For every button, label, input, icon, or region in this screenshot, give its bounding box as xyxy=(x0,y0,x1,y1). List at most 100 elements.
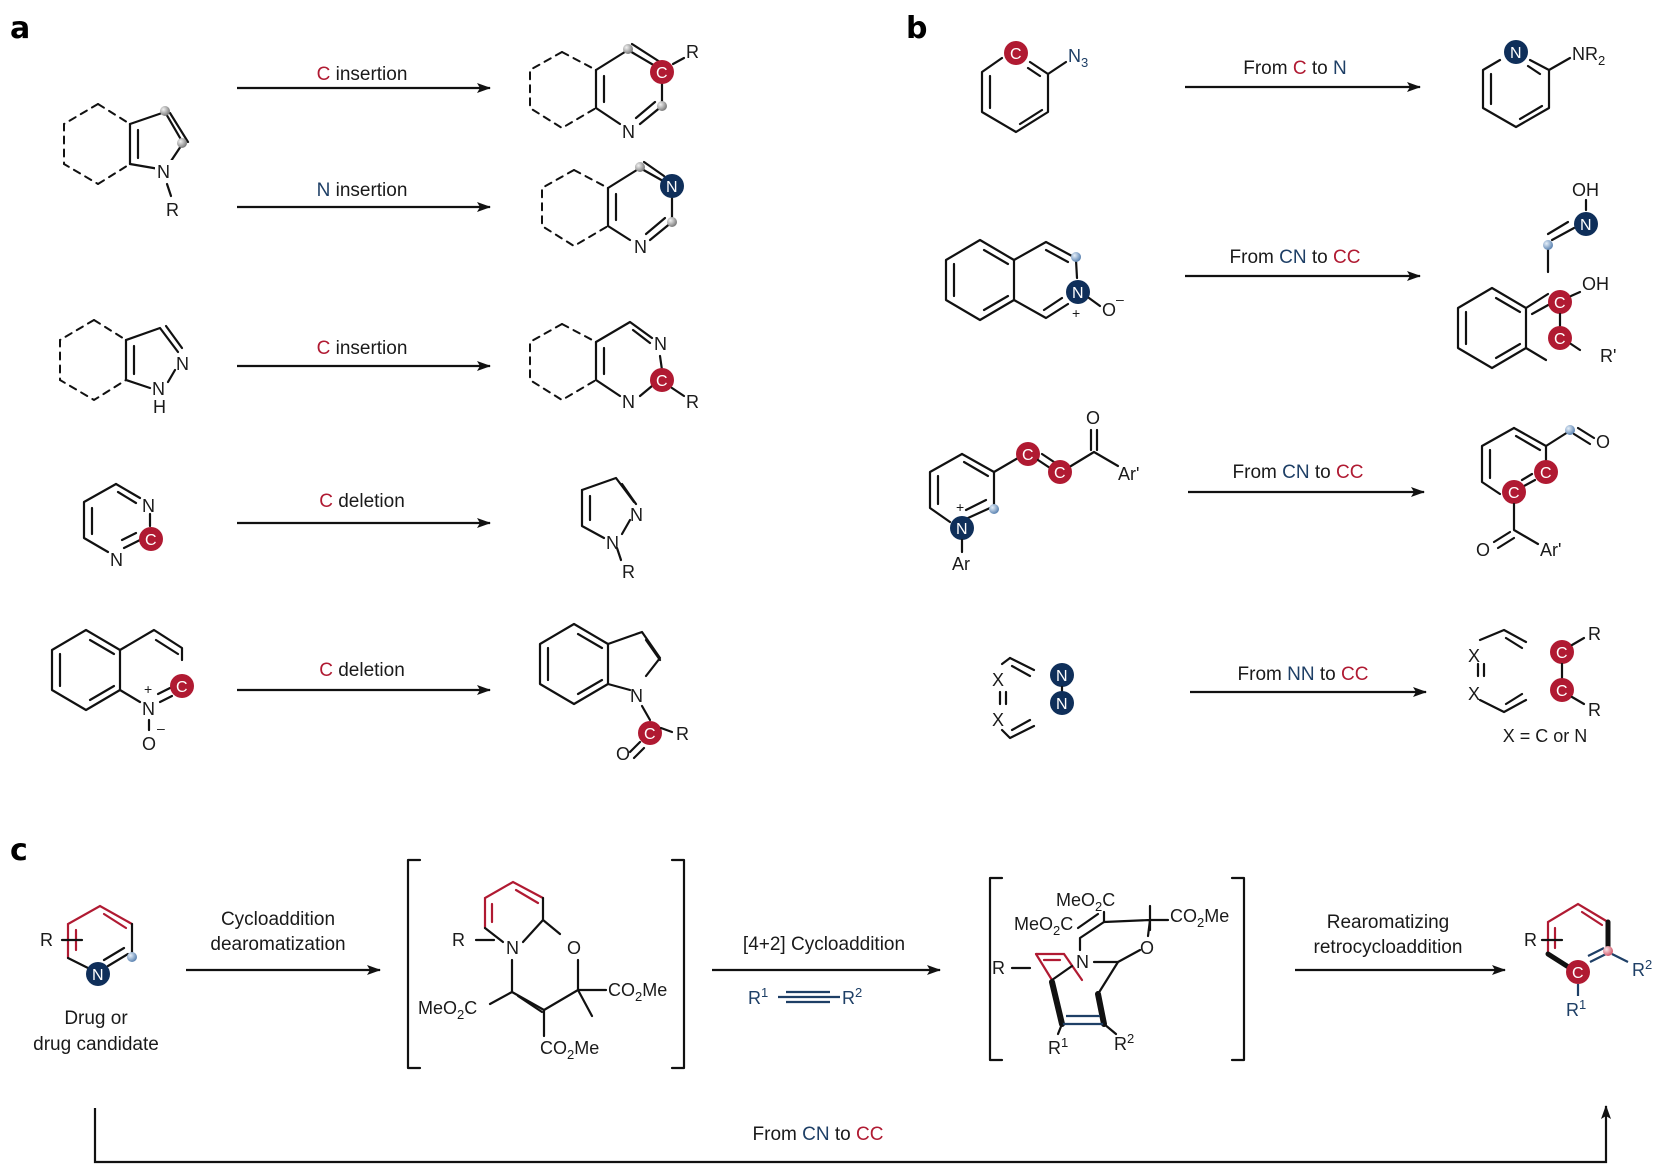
atom-O: O xyxy=(567,938,581,958)
atom-N: N xyxy=(630,686,643,706)
atom-N: N xyxy=(634,237,647,257)
carbon-highlight-atom xyxy=(1502,480,1526,504)
label-prefix: C xyxy=(317,338,331,359)
molecule-diazine: X X N N xyxy=(992,656,1074,740)
carbon-highlight-atom xyxy=(1550,678,1574,702)
svg-text:C deletion: C deletion xyxy=(319,491,405,512)
atom-N: N xyxy=(654,334,667,354)
molecule-pyridine-drug: N R Drug or drug candidate xyxy=(33,904,159,1055)
atom-R: R xyxy=(992,958,1005,978)
molecule-quinoline-n-oxide: N + – O C xyxy=(50,628,194,754)
molecule-aminopyridine: N NR2 xyxy=(1481,40,1605,129)
ester-group: MeO2C xyxy=(418,998,477,1022)
label-text: insertion xyxy=(330,338,407,359)
atom-O: O xyxy=(1596,432,1610,452)
amine-group: NR2 xyxy=(1572,44,1605,68)
label-text: deletion xyxy=(333,491,405,512)
node-ball xyxy=(623,44,633,54)
carbon-highlight-atom xyxy=(1548,290,1572,314)
ester-group: MeO2C xyxy=(1014,914,1073,938)
molecule-quinoline-c-inserted: C R N xyxy=(529,42,699,142)
ester-group: CO2Me xyxy=(540,1038,599,1062)
reaction-arrow-c-insertion-2: C insertion xyxy=(237,338,491,371)
atom-N: N xyxy=(142,496,155,516)
atom-R: R xyxy=(452,930,465,950)
atom-O: O xyxy=(142,734,156,754)
reaction-arrow-nn-to-cc: From NN to CC xyxy=(1190,664,1427,697)
molecule-pyridinium-enone: N + Ar C C O Ar' xyxy=(928,408,1139,574)
atom-Ar: Ar xyxy=(952,554,970,574)
molecule-aryl-azide: C N3 xyxy=(980,41,1088,134)
node-ball xyxy=(1543,240,1553,250)
charge-plus: + xyxy=(144,681,152,697)
atom-N: N xyxy=(1056,696,1068,713)
svg-text:From C to N: From C to N xyxy=(1243,58,1346,79)
reaction-arrow-4-2-cycloaddition: [4+2] Cycloaddition R1 R2 xyxy=(712,934,941,1008)
charge-minus: – xyxy=(1116,291,1124,307)
atom-N: N xyxy=(666,179,678,196)
label-prefix: C xyxy=(317,64,331,85)
nitrogen-highlight-atom xyxy=(1574,212,1598,236)
step1-label-line2: dearomatization xyxy=(210,934,345,955)
charge-plus: + xyxy=(956,499,964,515)
atom-O: O xyxy=(1102,300,1116,320)
label-prefix: C xyxy=(319,660,333,681)
molecule-quinazoline-n-inserted: N N xyxy=(541,160,684,257)
atom-R: R xyxy=(1524,930,1537,950)
molecule-pyrimidine: N N C xyxy=(82,482,163,570)
nitrogen-highlight-atom xyxy=(1504,40,1528,64)
node-ball xyxy=(635,162,645,172)
carbon-highlight-atom xyxy=(1048,460,1072,484)
carbon-highlight-atom xyxy=(1004,41,1028,65)
node-ball xyxy=(667,217,677,227)
atom-C: C xyxy=(145,532,157,549)
molecule-naphthol-oxime: N OH C C OH R' xyxy=(1456,180,1616,370)
molecule-quinazoline-c-inserted: C N N R xyxy=(529,320,699,412)
atom-C: C xyxy=(656,373,668,390)
label-text: insertion xyxy=(330,180,407,201)
ester-group: MeO2C xyxy=(1056,890,1115,914)
panel-label-a: a xyxy=(10,11,30,46)
atom-N: N xyxy=(1056,668,1068,685)
svg-text:N insertion: N insertion xyxy=(317,180,408,201)
atom-X: X xyxy=(1468,684,1480,704)
atom-R2: R2 xyxy=(1632,957,1652,980)
carbon-highlight-atom xyxy=(1566,960,1590,984)
atom-N: N xyxy=(1580,217,1592,234)
node-ball xyxy=(177,138,187,148)
atom-X: X xyxy=(992,670,1004,690)
atom-C: C xyxy=(1554,295,1566,312)
atom-C: C xyxy=(1556,683,1568,700)
ester-group: CO2Me xyxy=(1170,906,1229,930)
atom-C: C xyxy=(1054,465,1066,482)
ester-group: CO2Me xyxy=(608,980,667,1004)
reaction-arrow-cn-to-cc-1: From CN to CC xyxy=(1185,247,1421,281)
atom-R2: R2 xyxy=(1114,1031,1134,1054)
nitrogen-highlight-atom xyxy=(660,174,684,198)
atom-N: N xyxy=(1072,285,1084,302)
reaction-arrow-c-deletion-1: C deletion xyxy=(237,491,491,528)
x-definition-note: X = C or N xyxy=(1503,726,1588,746)
atom-N: N xyxy=(622,392,635,412)
atom-C: C xyxy=(1572,965,1584,982)
atom-O: O xyxy=(1476,540,1490,560)
carbon-highlight-atom xyxy=(139,527,163,551)
charge-plus: + xyxy=(1072,305,1080,321)
svg-text:C insertion: C insertion xyxy=(317,64,408,85)
atom-R: R xyxy=(622,562,635,582)
nitrogen-highlight-atom xyxy=(1066,280,1090,304)
atom-C: C xyxy=(176,679,188,696)
step2-label: [4+2] Cycloaddition xyxy=(743,934,905,955)
label-prefix: N xyxy=(317,180,331,201)
carbon-highlight-atom xyxy=(1550,640,1574,664)
atom-N: N xyxy=(1510,45,1522,62)
overall-route-label: From CN to CC xyxy=(753,1124,884,1145)
atom-C: C xyxy=(644,726,656,743)
carbon-highlight-atom xyxy=(1534,460,1558,484)
node-ball xyxy=(1603,946,1613,956)
atom-N: N xyxy=(630,505,643,525)
atom-R: R xyxy=(40,930,53,950)
reaction-arrow-c-insertion-1: C insertion xyxy=(237,64,491,93)
label-text: insertion xyxy=(330,64,407,85)
